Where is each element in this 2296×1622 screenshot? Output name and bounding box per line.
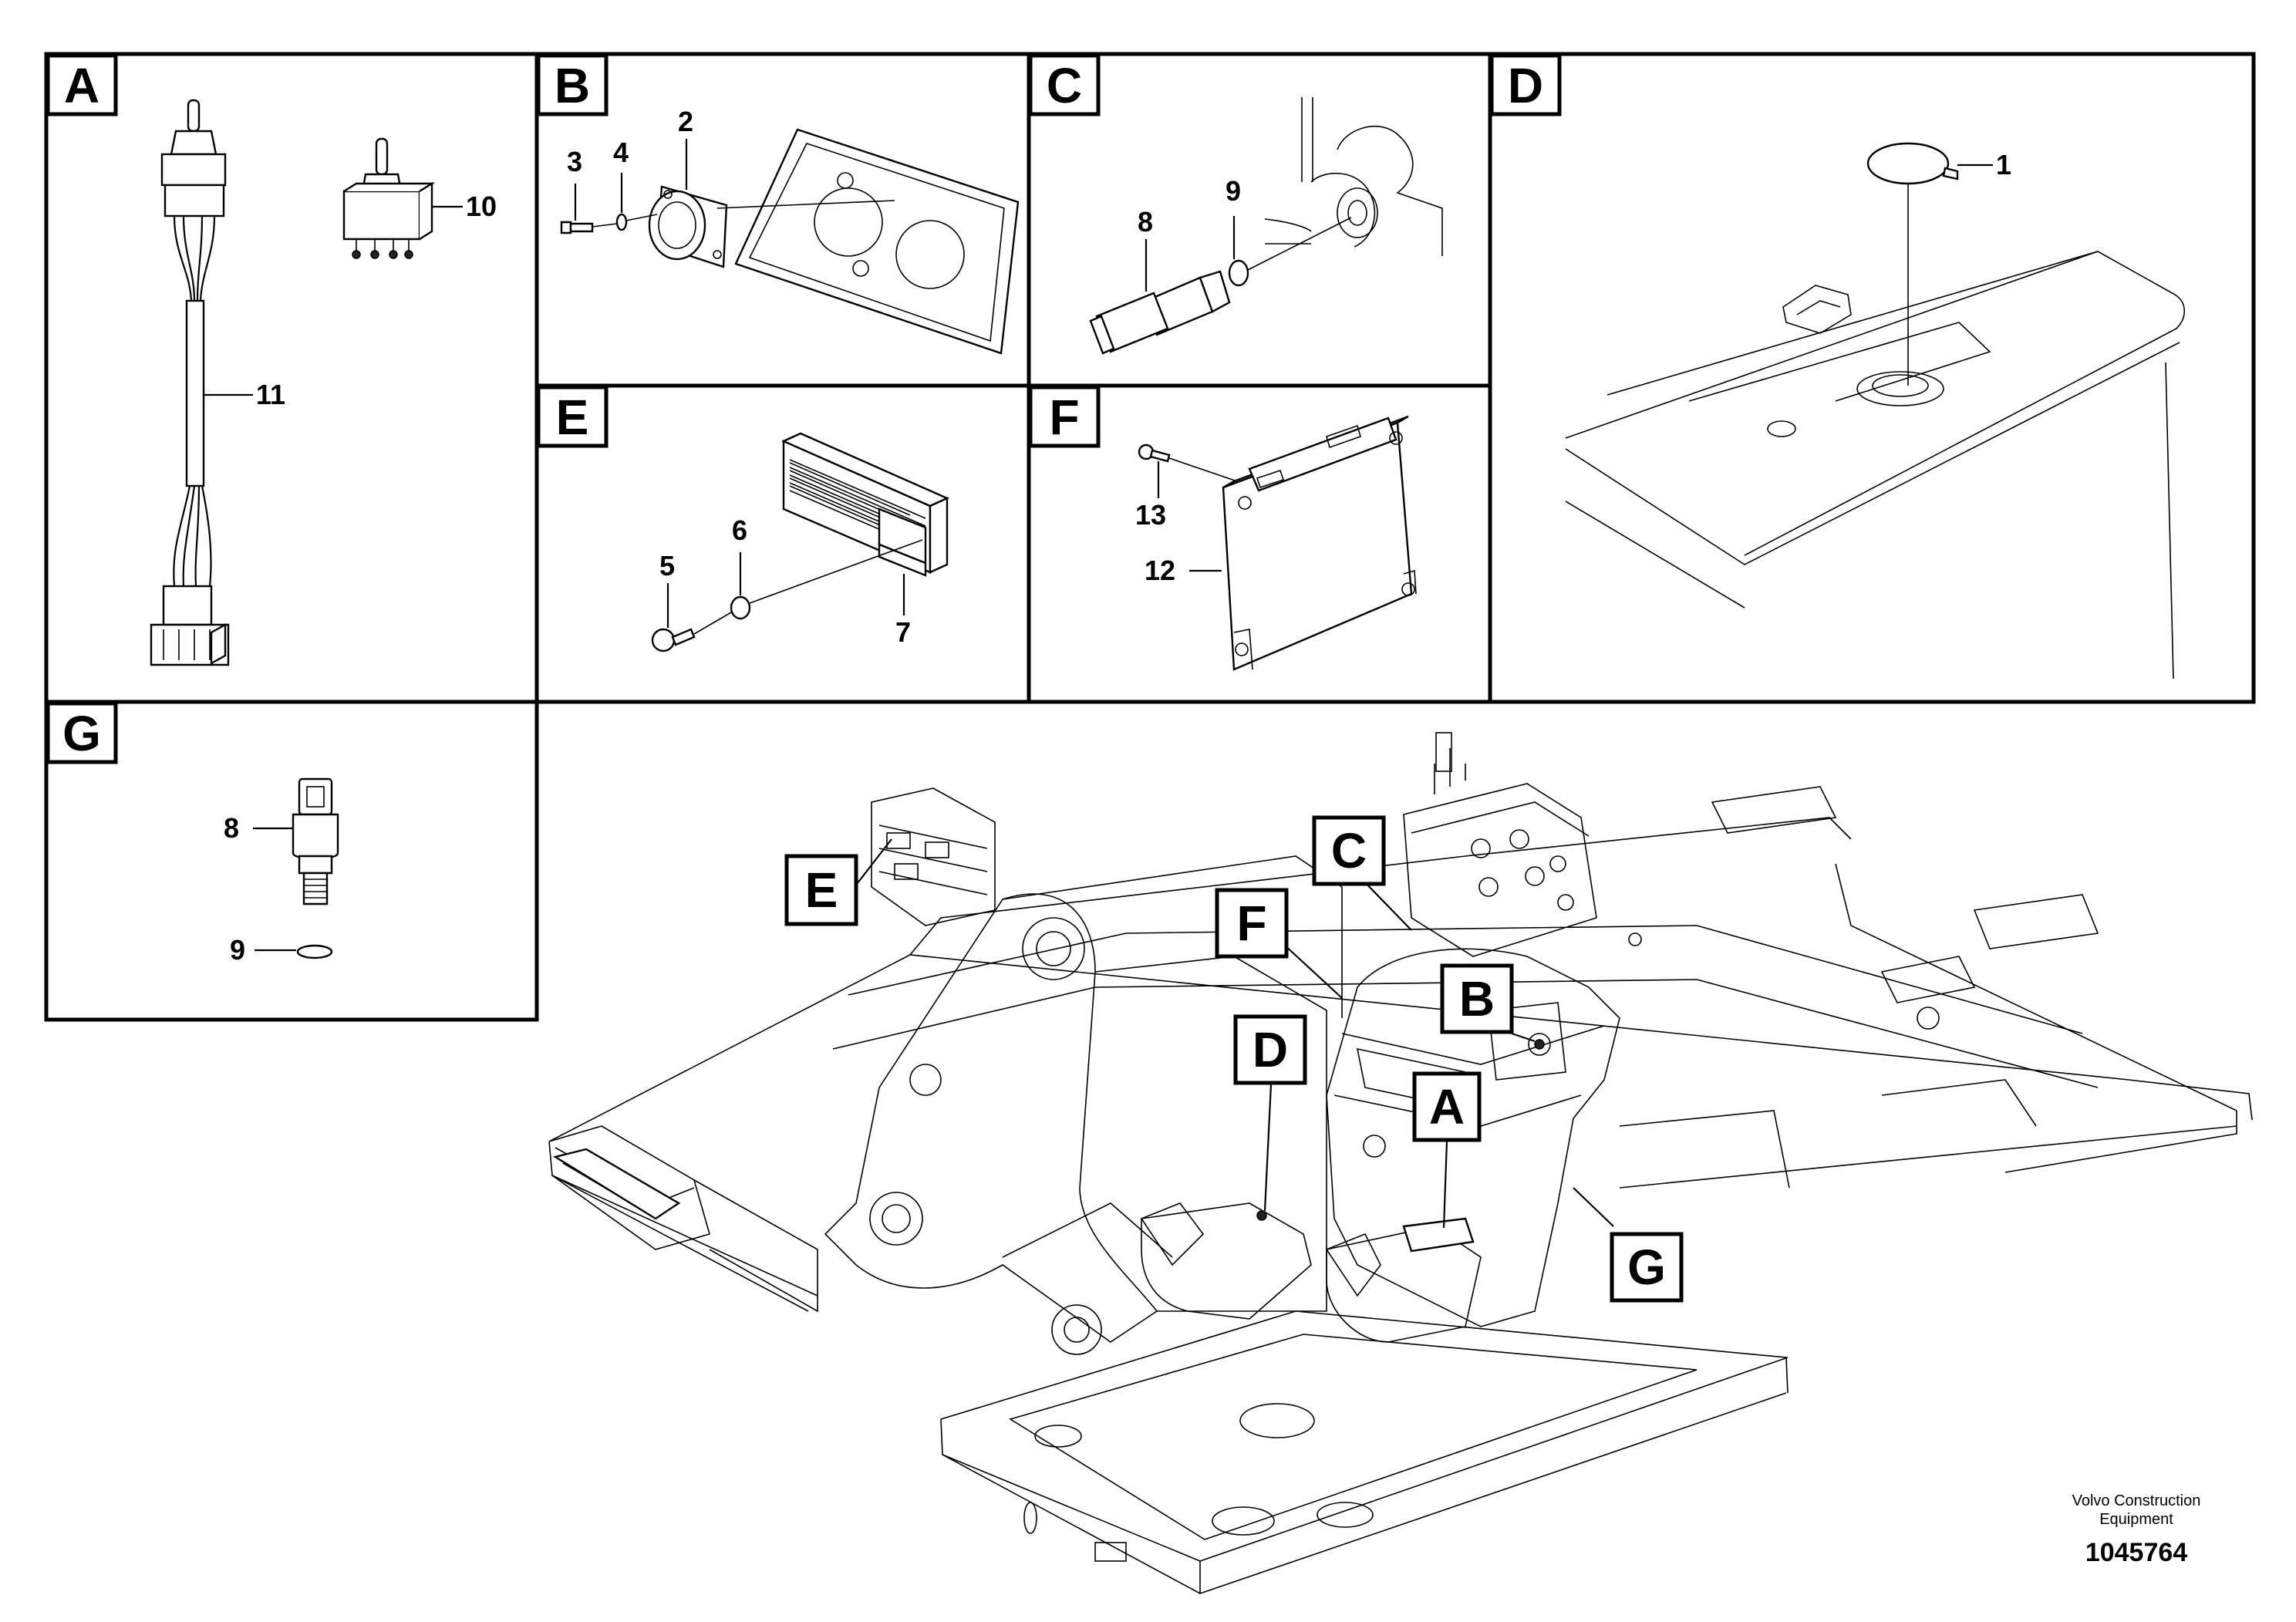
- panel-letter-e-text: E: [556, 389, 589, 445]
- panel-frames: [44, 52, 2256, 1022]
- location-tag-a: [1412, 1071, 1482, 1142]
- location-tag-b: [1440, 963, 1514, 1034]
- location-tag-e: [784, 854, 858, 926]
- o-ring: [1228, 259, 1249, 287]
- sensor-g-o-ring: [296, 944, 333, 959]
- document-number: 1045764: [2085, 1538, 2187, 1567]
- panel-letter-g: G: [46, 701, 118, 764]
- switch-base: [164, 184, 225, 218]
- small-toggle-lever: [375, 137, 389, 176]
- location-tag-d: [1233, 1014, 1307, 1085]
- panel-letter-d: D: [1489, 53, 1562, 116]
- harness-sheath: [185, 299, 205, 487]
- footer: Volvo Construction Equipment 1045764: [2072, 1492, 2201, 1567]
- location-tags: E C F B D A G: [784, 815, 1684, 1303]
- location-tag-c: [1312, 815, 1386, 886]
- panel-f-drawing: 13 12: [1135, 415, 1417, 671]
- location-tag-f: [1215, 888, 1289, 959]
- socket-body: [648, 190, 706, 261]
- panel-letter-f: F: [1028, 385, 1101, 448]
- panel-d-frame: [1488, 52, 2256, 704]
- callout-9-c: 9: [1226, 175, 1241, 207]
- washer: [615, 213, 628, 231]
- panel-g-drawing: 8 9: [224, 777, 339, 966]
- screw-head: [651, 628, 676, 653]
- sensor-g-connector: [298, 777, 333, 816]
- toggle-bushing: [170, 130, 217, 156]
- callout-1: 1: [1996, 149, 2011, 180]
- panel-letter-b: B: [536, 53, 609, 116]
- panel-letter-g-text: G: [62, 706, 101, 761]
- callout-3: 3: [567, 146, 582, 177]
- sensor-g-thread: [302, 872, 329, 905]
- location-tag-e-text: E: [805, 862, 838, 918]
- flat-washer: [730, 595, 751, 620]
- panel-c-drawing: 9 8: [1089, 97, 1443, 355]
- callout-12: 12: [1145, 555, 1175, 586]
- panel-letter-c-text: C: [1047, 58, 1082, 113]
- panel-letter-a: A: [46, 53, 118, 116]
- panel-letter-d-text: D: [1508, 58, 1543, 113]
- callout-8-g: 8: [224, 812, 239, 844]
- switch-body: [160, 153, 227, 187]
- callout-5: 5: [659, 550, 675, 582]
- small-switch-body: [342, 190, 421, 241]
- callout-2: 2: [678, 106, 693, 137]
- callout-4: 4: [613, 137, 629, 168]
- callout-7: 7: [895, 616, 911, 648]
- location-tag-b-text: B: [1459, 971, 1495, 1027]
- panel-e-frame: [534, 383, 1031, 704]
- location-tag-g: [1610, 1232, 1684, 1303]
- toggle-lever: [187, 99, 201, 133]
- panel-a-frame: [44, 52, 539, 704]
- panel-a-drawing: 10 11: [150, 99, 497, 666]
- panel-letter-f-text: F: [1049, 389, 1079, 445]
- panel-letter-e: E: [536, 385, 609, 448]
- callout-8-c: 8: [1138, 206, 1153, 238]
- location-tag-d-text: D: [1253, 1022, 1288, 1077]
- location-tag-f-text: F: [1236, 895, 1266, 951]
- brand-line-1: Volvo Construction: [2072, 1492, 2201, 1509]
- location-tag-a-text: A: [1429, 1079, 1465, 1135]
- location-tag-g-text: G: [1627, 1239, 1666, 1295]
- panel-letter-b-text: B: [555, 58, 590, 113]
- callout-11: 11: [256, 379, 285, 410]
- callout-10: 10: [466, 191, 497, 222]
- panel-d-drawing: 1: [1565, 142, 2186, 679]
- panel-f-frame: [1027, 383, 1492, 704]
- panel-letter-c: C: [1028, 53, 1101, 116]
- location-tag-c-text: C: [1331, 823, 1367, 878]
- panel-letter-a-text: A: [64, 58, 99, 113]
- callout-6: 6: [732, 514, 747, 546]
- harness-connector: [162, 585, 213, 626]
- callout-13: 13: [1135, 499, 1166, 531]
- panel-g-frame: [44, 700, 539, 1022]
- foot-pedal: [552, 1148, 681, 1220]
- harness-plug: [150, 623, 230, 666]
- screw: [569, 222, 594, 233]
- tank-cap: [1866, 142, 1950, 185]
- panel-b-drawing: 3 4 2: [560, 106, 1020, 355]
- panel-e-drawing: 6 5 7: [651, 432, 949, 653]
- main-assembly: [548, 732, 2253, 1594]
- callout-9-g: 9: [230, 934, 245, 966]
- sensor-g-body: [292, 813, 339, 860]
- brand-line-2: Equipment: [2099, 1511, 2173, 1528]
